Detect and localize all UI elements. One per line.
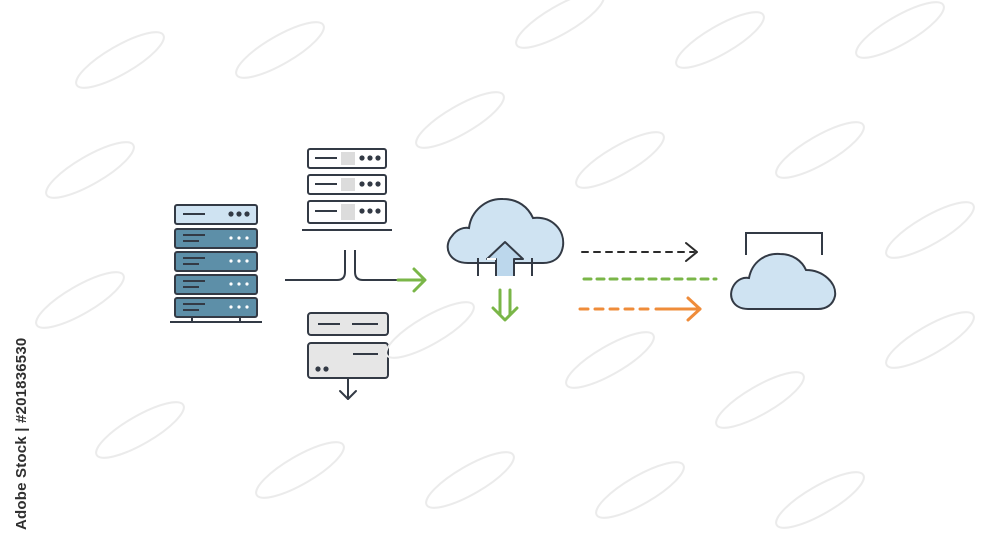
watermark-pattern	[35, 0, 975, 529]
server-rack-icon	[170, 204, 262, 323]
storage-drive-icon	[307, 312, 389, 379]
arrow-down-icon	[339, 377, 357, 400]
cloud-folder-icon	[730, 232, 837, 310]
arrow-right-icon	[396, 267, 427, 293]
stock-id-label: Adobe Stock | #201836530	[13, 337, 30, 530]
cloud-upload-icon	[446, 197, 565, 276]
download-arrow-icon	[491, 288, 519, 322]
dashed-arrow-orange	[578, 296, 702, 322]
server-stack-icon	[285, 148, 398, 281]
dashed-arrow-black	[581, 242, 698, 262]
